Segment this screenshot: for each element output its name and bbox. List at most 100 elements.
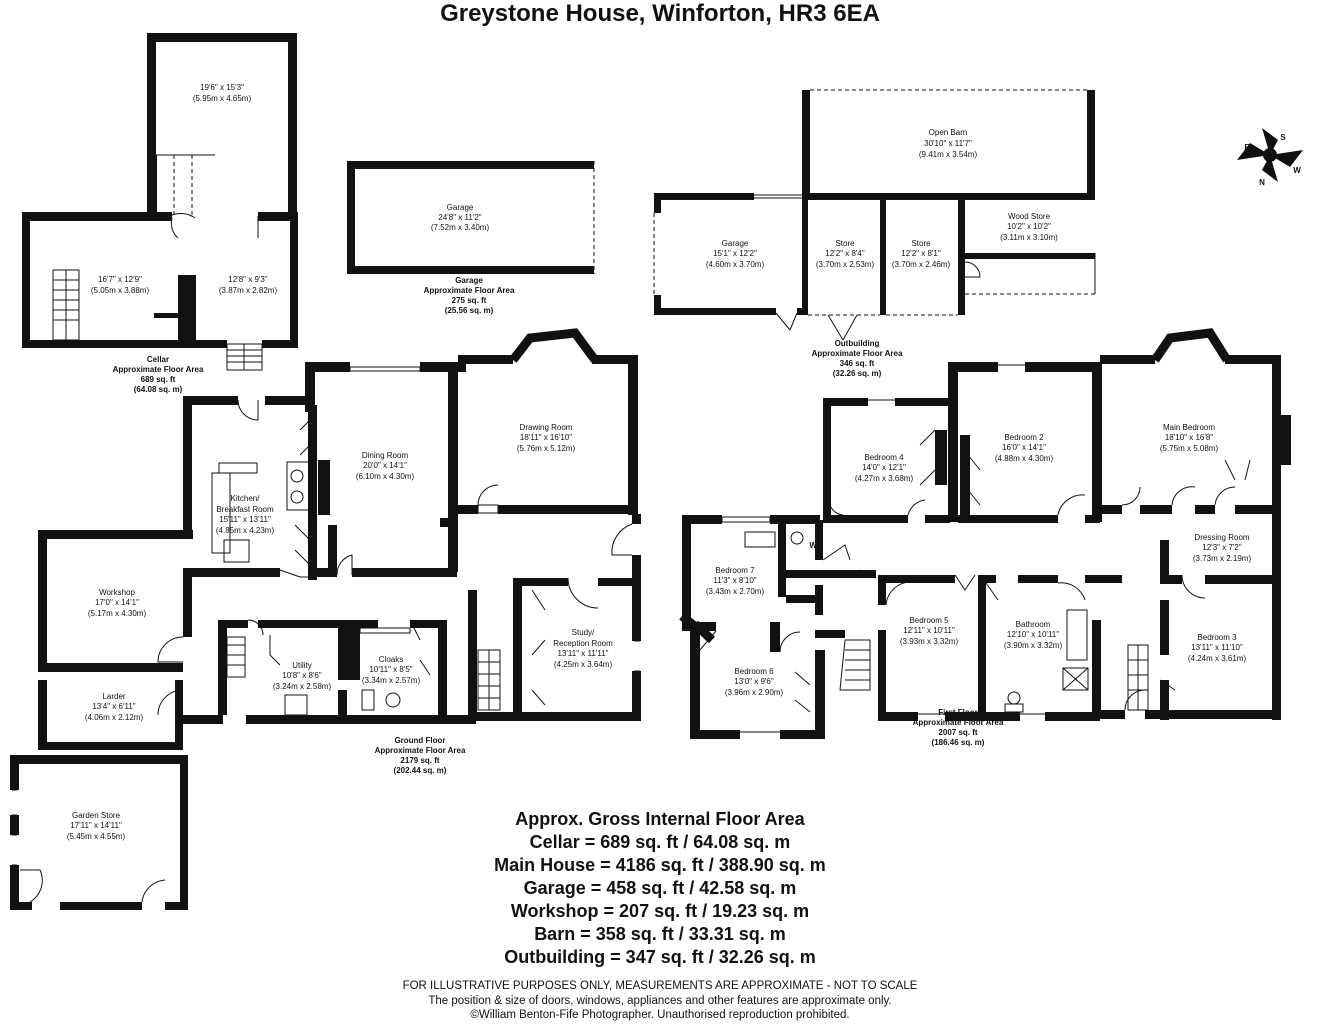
- room-name: Kitchen/: [231, 494, 261, 503]
- area-sqft: 275 sq. ft: [452, 296, 487, 305]
- area-caption: Approximate Floor Area: [375, 746, 466, 755]
- room-dims: 16'7" x 12'9": [98, 275, 142, 284]
- room-dims-metric: (4.24m x 3.61m): [1188, 654, 1247, 663]
- floor-area-labels: Cellar Approximate Floor Area 689 sq. ft…: [113, 276, 1004, 775]
- summary-heading: Approx. Gross Internal Floor Area: [515, 809, 805, 829]
- room-name: Store: [835, 239, 855, 248]
- room-dining-room: Dining Room 20'0" x 14'1" (6.10m x 4.30m…: [356, 451, 415, 481]
- floor-area-summary: Approx. Gross Internal Floor Area Cellar…: [360, 808, 960, 969]
- room-wood-store: Wood Store 10'2" x 10'2" (3.11m x 3.10m): [1000, 212, 1058, 242]
- fixtures: [12, 89, 1279, 903]
- room-dims: 17'11" x 14'11": [70, 821, 122, 830]
- room-main-bedroom: Main Bedroom 18'10" x 16'8" (5.75m x 5.0…: [1160, 423, 1219, 453]
- room-dims-metric: (3.73m x 2.19m): [1193, 554, 1252, 563]
- area-label-cellar: Cellar Approximate Floor Area 689 sq. ft…: [113, 355, 204, 394]
- room-bedroom-4: Bedroom 4 14'0" x 12'1" (4.27m x 3.68m): [855, 453, 914, 483]
- room-dims-metric: (3.24m x 2.58m): [273, 682, 332, 691]
- disclaimer-line-2: The position & size of doors, windows, a…: [428, 994, 892, 1007]
- compass-letter-w: W: [1293, 166, 1301, 175]
- room-dims: 13'11" x 11'11": [558, 649, 609, 658]
- room-dims-metric: (3.11m x 3.10m): [1000, 233, 1058, 242]
- room-bedroom-6: Bedroom 6 13'0" x 9'6" (3.96m x 2.90m): [725, 667, 784, 697]
- room-dims: 13'0" x 9'6": [734, 677, 774, 686]
- room-garage-detached: Garage 24'8" x 11'2" (7.52m x 3.40m): [431, 203, 490, 232]
- room-dims-metric: (5.95m x 4.65m): [193, 94, 252, 103]
- room-larder: Larder 13'4" x 6'11" (4.06m x 2.12m): [85, 692, 144, 722]
- walls: [10, 33, 1303, 910]
- room-name: Bedroom 5: [909, 616, 949, 625]
- room-name: Bathroom: [1016, 620, 1051, 629]
- room-dims: 17'0" x 14'1": [95, 598, 139, 607]
- room-dims: 12'3" x 7'2": [1202, 543, 1242, 552]
- room-utility: Utility 10'8" x 8'6" (3.24m x 2.58m): [273, 661, 332, 691]
- room-name: Bedroom 4: [864, 453, 904, 462]
- area-name: First Floor: [938, 708, 978, 717]
- summary-line-workshop: Workshop = 207 sq. ft / 19.23 sq. m: [510, 901, 810, 921]
- room-dims: 12'2" x 8'1": [901, 249, 941, 258]
- area-label-ground-floor: Ground Floor Approximate Floor Area 2179…: [375, 736, 466, 775]
- room-dims-metric: (4.06m x 2.12m): [85, 713, 144, 722]
- room-bedroom-5: Bedroom 5 12'11" x 10'11" (3.93m x 3.32m…: [900, 616, 959, 646]
- room-cellar-large: 19'6" x 15'3" (5.95m x 4.65m): [193, 83, 252, 103]
- room-name: Bedroom 7: [715, 566, 755, 575]
- room-kitchen: Kitchen/ Breakfast Room 15'11" x 13'11" …: [216, 494, 275, 535]
- room-dims: 13'11" x 11'10": [1191, 643, 1243, 652]
- room-dims-metric: (4.60m x 3.70m): [706, 260, 765, 269]
- room-name: Larder: [102, 692, 125, 701]
- area-label-outbuilding: Outbuilding Approximate Floor Area 346 s…: [812, 339, 903, 378]
- area-name: Ground Floor: [394, 736, 445, 745]
- room-dims-metric: (5.45m x 4.55m): [67, 832, 126, 841]
- room-dims-metric: (5.17m x 4.30m): [88, 609, 147, 618]
- room-bedroom-3: Bedroom 3 13'11" x 11'10" (4.24m x 3.61m…: [1188, 633, 1247, 663]
- room-name-line2: Breakfast Room: [216, 505, 274, 514]
- area-sqm: (32.26 sq. m): [833, 369, 882, 378]
- room-dims: 15'11" x 13'11": [219, 515, 271, 524]
- room-name: Garage: [447, 203, 474, 212]
- area-sqm: (202.44 sq. m): [394, 766, 447, 775]
- room-dims: 24'8" x 11'2": [438, 213, 481, 222]
- room-dims: 12'10" x 10'11": [1007, 630, 1059, 639]
- room-cloaks: Cloaks 10'11" x 8'5" (3.34m x 2.57m): [362, 655, 421, 685]
- area-caption: Approximate Floor Area: [113, 365, 204, 374]
- compass-letter-n: N: [1259, 178, 1265, 187]
- room-dims: 30'10" x 11'7": [924, 139, 972, 148]
- room-dims-metric: (4.85m x 4.23m): [216, 526, 275, 535]
- room-dims-metric: (5.76m x 5.12m): [517, 444, 576, 453]
- room-name: Utility: [292, 661, 312, 670]
- room-dims: 10'11" x 8'5": [369, 665, 412, 674]
- room-name: Garage: [722, 239, 749, 248]
- room-dims-metric: (5.05m x 3.88m): [91, 286, 150, 295]
- room-store-1: Store 12'2" x 8'4" (3.70m x 2.53m): [816, 239, 875, 269]
- room-name: Dressing Room: [1194, 533, 1249, 542]
- room-dims-metric: (3.70m x 2.53m): [816, 260, 875, 269]
- room-name: Cloaks: [379, 655, 403, 664]
- room-name: Open Barn: [929, 128, 968, 137]
- room-dims: 15'1" x 12'2": [713, 249, 757, 258]
- room-name: Bedroom 2: [1004, 433, 1044, 442]
- room-name: Workshop: [99, 588, 135, 597]
- copyright-line: ©William Benton-Fife Photographer. Unaut…: [470, 1009, 850, 1021]
- disclaimer: FOR ILLUSTRATIVE PURPOSES ONLY, MEASUREM…: [260, 979, 1060, 1023]
- page-title: Greystone House, Winforton, HR3 6EA: [440, 0, 880, 27]
- room-dressing-room: Dressing Room 12'3" x 7'2" (3.73m x 2.19…: [1193, 533, 1252, 563]
- room-cellar-left: 16'7" x 12'9" (5.05m x 3.88m): [91, 275, 150, 295]
- room-name: Drawing Room: [520, 423, 573, 432]
- compass-letter-e: E: [1244, 143, 1250, 152]
- room-name: Wood Store: [1008, 212, 1051, 221]
- area-sqm: (25.56 sq. m): [445, 306, 494, 315]
- room-dims-metric: (3.87m x 2.82m): [219, 286, 278, 295]
- room-store-2: Store 12'2" x 8'1" (3.70m x 2.46m): [892, 239, 951, 269]
- room-dims: 13'4" x 6'11": [92, 702, 135, 711]
- summary-line-garage: Garage = 458 sq. ft / 42.58 sq. m: [523, 878, 797, 898]
- room-drawing-room: Drawing Room 18'11" x 16'10" (5.76m x 5.…: [517, 423, 576, 453]
- room-dims-metric: (3.96m x 2.90m): [725, 688, 784, 697]
- room-dims: 10'8" x 8'6": [282, 671, 322, 680]
- room-name: Bedroom 6: [734, 667, 774, 676]
- room-wc: WC: [809, 541, 823, 550]
- area-name: Garage: [455, 276, 483, 285]
- room-garden-store: Garden Store 17'11" x 14'11" (5.45m x 4.…: [67, 811, 126, 841]
- room-dims: 12'2" x 8'4": [825, 249, 865, 258]
- room-name: WC: [809, 541, 823, 550]
- room-dims-metric: (5.75m x 5.08m): [1160, 444, 1219, 453]
